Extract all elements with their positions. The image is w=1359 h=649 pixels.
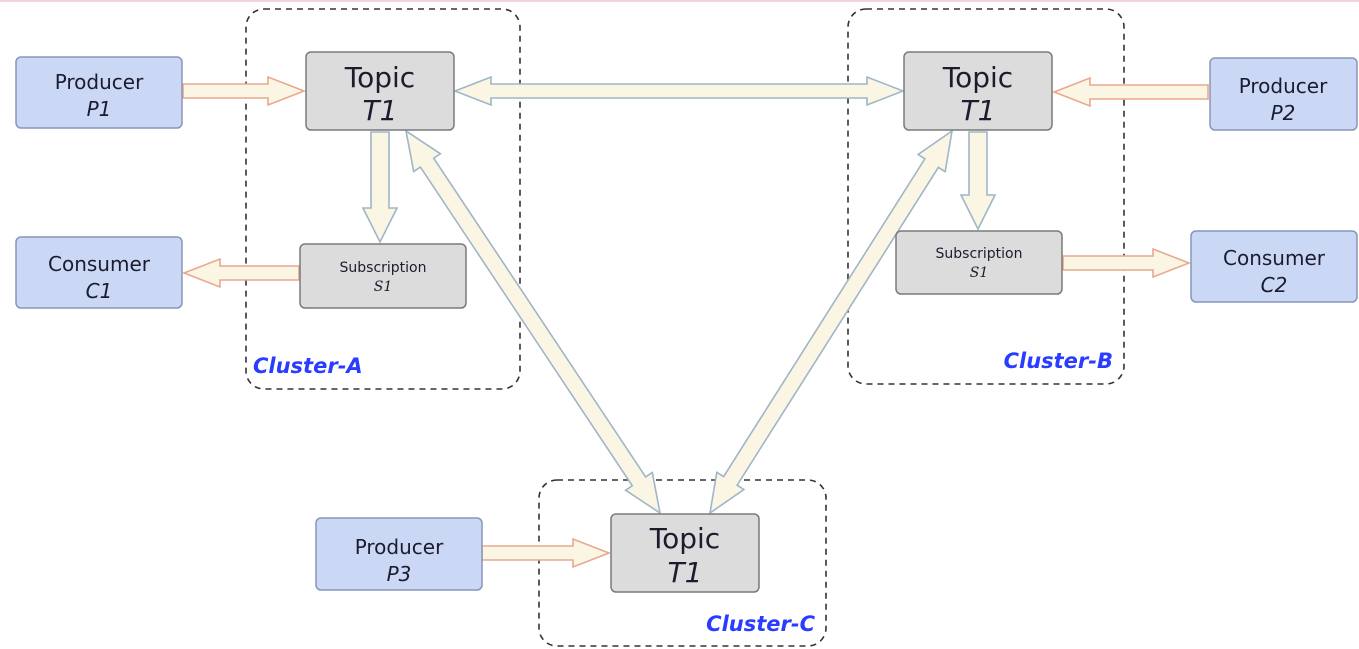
subscription-a-box (299, 243, 467, 309)
subscription-b-box (895, 230, 1063, 295)
consumer-c1[interactable]: Consumer C1 (15, 236, 183, 309)
producer-p1-id: P1 (87, 97, 112, 121)
topic-a-label: Topic (344, 61, 415, 94)
producer-p3-label: Producer (355, 535, 444, 559)
replication-arrow-a-b (452, 75, 906, 107)
producer-p3-id: P3 (387, 562, 412, 586)
cluster-c-boundary (538, 479, 827, 647)
topic-t1-cluster-a[interactable]: Topic T1 (305, 51, 455, 131)
consumer-c2-id: C2 (1261, 273, 1288, 297)
subscription-b-label: Subscription (936, 246, 1023, 262)
topic-b-label: Topic (942, 61, 1013, 94)
arrow-topic-a-to-sub-a (361, 131, 399, 244)
producer-p3-box (315, 517, 483, 591)
arrow-p2-to-topic-b (1051, 76, 1209, 108)
subscription-s1-cluster-a[interactable]: Subscription S1 (299, 243, 467, 309)
producer-p2-box (1209, 57, 1358, 131)
subscription-b-id: S1 (970, 265, 989, 281)
producer-p1[interactable]: Producer P1 (15, 56, 183, 129)
producer-p3[interactable]: Producer P3 (315, 517, 483, 591)
arrow-sub-a-to-c1 (181, 257, 300, 289)
arrows-layer (181, 75, 1209, 569)
cluster-b-label: Cluster-B (1004, 349, 1113, 373)
topic-c-label: Topic (649, 522, 720, 555)
subscription-s1-cluster-b[interactable]: Subscription S1 (895, 230, 1063, 295)
topic-c-id: T1 (668, 556, 703, 589)
producer-p2-id: P2 (1271, 101, 1296, 125)
cluster-b-boundary (847, 8, 1125, 385)
producer-p1-label: Producer (55, 70, 144, 94)
arrow-p1-to-topic-a (182, 75, 307, 107)
consumer-c2-label: Consumer (1223, 246, 1326, 270)
consumer-c1-box (15, 236, 183, 309)
arrow-topic-b-to-sub-b (959, 131, 997, 231)
consumer-c1-label: Consumer (48, 252, 151, 276)
producer-p2[interactable]: Producer P2 (1209, 57, 1358, 131)
topic-a-box (305, 51, 455, 131)
topic-c-box (610, 513, 760, 593)
consumer-c2[interactable]: Consumer C2 (1190, 230, 1358, 303)
arrow-sub-b-to-c2 (1062, 247, 1192, 279)
topic-b-box (903, 51, 1053, 131)
topic-a-id: T1 (363, 94, 398, 127)
cluster-a-label: Cluster-A (253, 354, 363, 378)
subscription-a-label: Subscription (340, 260, 427, 276)
replication-arrow-a-c (404, 129, 662, 515)
consumer-c2-box (1190, 230, 1358, 303)
replication-arrow-b-c (708, 129, 954, 515)
topic-t1-cluster-c[interactable]: Topic T1 (610, 513, 760, 593)
subscription-a-id: S1 (374, 279, 393, 295)
producer-p1-box (15, 56, 183, 129)
topic-t1-cluster-b[interactable]: Topic T1 (903, 51, 1053, 131)
arrow-p3-to-topic-c (481, 537, 612, 569)
cluster-c-label: Cluster-C (706, 612, 815, 636)
producer-p2-label: Producer (1239, 74, 1328, 98)
topic-b-id: T1 (961, 94, 996, 127)
consumer-c1-id: C1 (86, 279, 113, 303)
